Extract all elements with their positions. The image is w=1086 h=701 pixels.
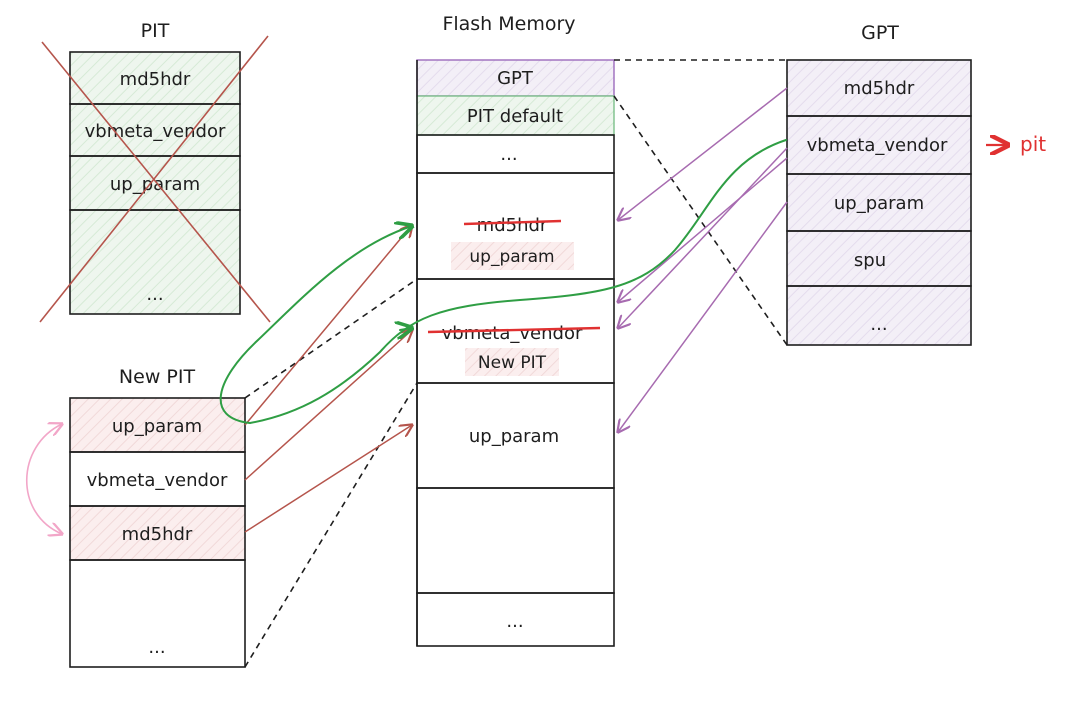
old-pit-label-1: vbmeta_vendor xyxy=(85,121,226,142)
old-pit-table: PIT md5hdr vbmeta_vendor up_param ... xyxy=(39,20,271,323)
old-pit-cell-3 xyxy=(69,209,241,315)
flash-gpt-cell xyxy=(416,59,615,97)
arrow-gpt-upparam-b xyxy=(618,201,788,432)
gpt-cell-4 xyxy=(786,285,972,346)
flash-slot-3-label: up_param xyxy=(469,426,559,447)
gpt-title: GPT xyxy=(861,22,899,44)
arrow-vbmeta-to-slot2 xyxy=(244,330,412,481)
new-pit-table: New PIT up_param vbmeta_vendor md5hdr ..… xyxy=(25,366,246,668)
new-pit-arrows xyxy=(244,225,412,533)
new-pit-cell-0-fill xyxy=(70,398,245,452)
flash-memory-table: Flash Memory GPT PIT default ... md5hdr … xyxy=(416,13,615,647)
flash-slot-1-struck-label: md5hdr xyxy=(477,215,548,236)
newpit-top-guide xyxy=(244,278,418,399)
gpt-fill xyxy=(787,60,971,345)
green-curves xyxy=(219,139,787,424)
flash-dots-bottom: ... xyxy=(506,611,523,632)
old-pit-label-3: ... xyxy=(146,284,163,305)
gpt-label-2: up_param xyxy=(834,193,924,214)
old-pit-label-2: up_param xyxy=(110,174,200,195)
new-pit-label-2: md5hdr xyxy=(122,524,193,545)
dashed-guides xyxy=(244,59,788,668)
gpt-table: GPT md5hdr vbmeta_vendor up_param spu ..… xyxy=(786,22,1046,346)
new-pit-title: New PIT xyxy=(119,366,196,388)
gpt-bottom-guide xyxy=(613,95,788,346)
arrow-gpt-vbmeta xyxy=(618,147,788,328)
gpt-arrows xyxy=(618,87,788,432)
gpt-label-0: md5hdr xyxy=(844,78,915,99)
arrow-gpt-upparam-a xyxy=(618,157,788,302)
green-curve-head xyxy=(400,328,412,330)
flash-memory-title: Flash Memory xyxy=(442,13,575,35)
gpt-label-1: vbmeta_vendor xyxy=(807,135,948,156)
flash-slot-2-new-label: New PIT xyxy=(478,353,547,373)
old-pit-title: PIT xyxy=(141,20,170,42)
old-pit-label-0: md5hdr xyxy=(120,69,191,90)
new-pit-cell-3 xyxy=(69,559,246,668)
cross-out-line-2 xyxy=(39,35,269,323)
flash-slot-4 xyxy=(416,487,615,594)
new-pit-label-0: up_param xyxy=(112,416,202,437)
strike-line-md5hdr xyxy=(463,219,562,226)
flash-slot-1-new-bg xyxy=(451,242,574,270)
flash-dots-top: ... xyxy=(500,144,517,165)
pit-annotation-label: pit xyxy=(1020,132,1046,156)
flash-slot-2-struck-label: vbmeta_vendor xyxy=(442,323,583,344)
flash-pit-default-cell xyxy=(416,95,615,136)
swap-arrow xyxy=(25,424,62,534)
flash-slot-1-new-label: up_param xyxy=(469,247,554,267)
newpit-bottom-guide xyxy=(244,382,418,668)
new-pit-label-1: vbmeta_vendor xyxy=(87,470,228,491)
old-pit-cell-bg xyxy=(70,52,240,314)
flash-gpt-label: GPT xyxy=(497,68,534,89)
new-pit-cell-2-fill xyxy=(70,506,245,560)
arrow-gpt-md5hdr xyxy=(618,87,788,220)
flash-slot-2-new-bg xyxy=(465,348,559,376)
arrow-up-param-to-slot1 xyxy=(244,225,412,426)
green-curve-long xyxy=(249,139,787,424)
gpt-label-4: ... xyxy=(870,314,887,335)
cross-out-line-1 xyxy=(41,41,271,323)
flash-pit-default-label: PIT default xyxy=(467,106,563,127)
strike-line-vbmeta xyxy=(427,326,601,334)
gpt-label-3: spu xyxy=(854,250,886,271)
new-pit-label-3: ... xyxy=(148,637,165,658)
arrow-md5hdr-to-slot3 xyxy=(244,425,412,533)
green-curve-loop xyxy=(219,226,412,424)
